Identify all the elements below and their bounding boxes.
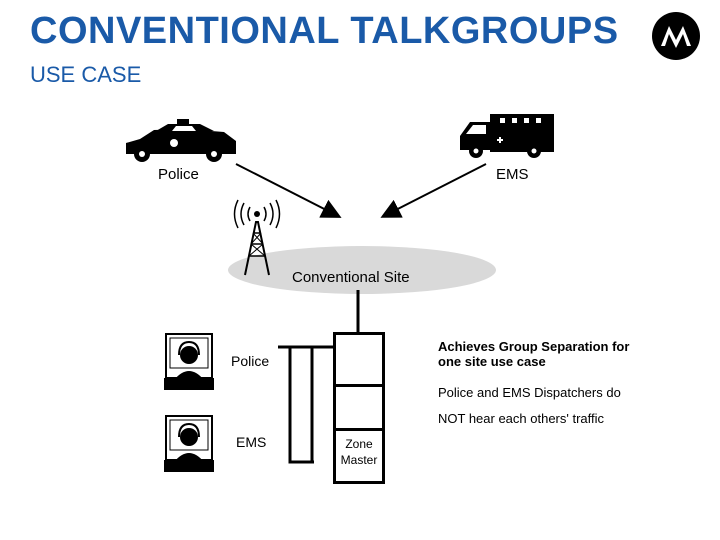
- ems-console-label: EMS: [236, 434, 267, 450]
- page-title: CONVENTIONAL TALKGROUPS: [30, 10, 619, 52]
- police-car-icon: [126, 119, 236, 162]
- ems-to-site-arrow: [380, 163, 487, 218]
- conventional-site-label: Conventional Site: [292, 269, 410, 286]
- zone-master-line-2: Master: [340, 453, 378, 467]
- zone-master-label: Zone Master: [334, 436, 384, 468]
- dispatcher-icon: [164, 333, 214, 390]
- separation-note-line-2: one site use case: [438, 354, 546, 369]
- conventional-site-area: [228, 246, 496, 294]
- police-vehicle-label: Police: [158, 166, 199, 183]
- radio-tower-icon: [233, 199, 281, 276]
- page-subtitle: USE CASE: [30, 62, 142, 87]
- traffic-note-line-2: NOT hear each others' traffic: [438, 411, 605, 426]
- rack-divider: [333, 384, 385, 387]
- police-console-label: Police: [231, 353, 270, 369]
- separation-note: Achieves Group Separation for one site u…: [438, 339, 629, 369]
- police-to-site-arrow: [235, 163, 342, 218]
- zone-master-line-1: Zone: [345, 437, 373, 451]
- traffic-note-line-1: Police and EMS Dispatchers do: [438, 385, 621, 400]
- ambulance-icon: [460, 114, 554, 158]
- ems-vehicle-label: EMS: [496, 166, 529, 183]
- motorola-logo-icon: [652, 12, 700, 60]
- rack-divider: [333, 428, 385, 431]
- zone-master-rack: [333, 332, 385, 484]
- traffic-note: Police and EMS Dispatchers do NOT hear e…: [438, 380, 621, 432]
- dispatcher-icon: [164, 415, 214, 472]
- separation-note-line-1: Achieves Group Separation for: [438, 339, 630, 354]
